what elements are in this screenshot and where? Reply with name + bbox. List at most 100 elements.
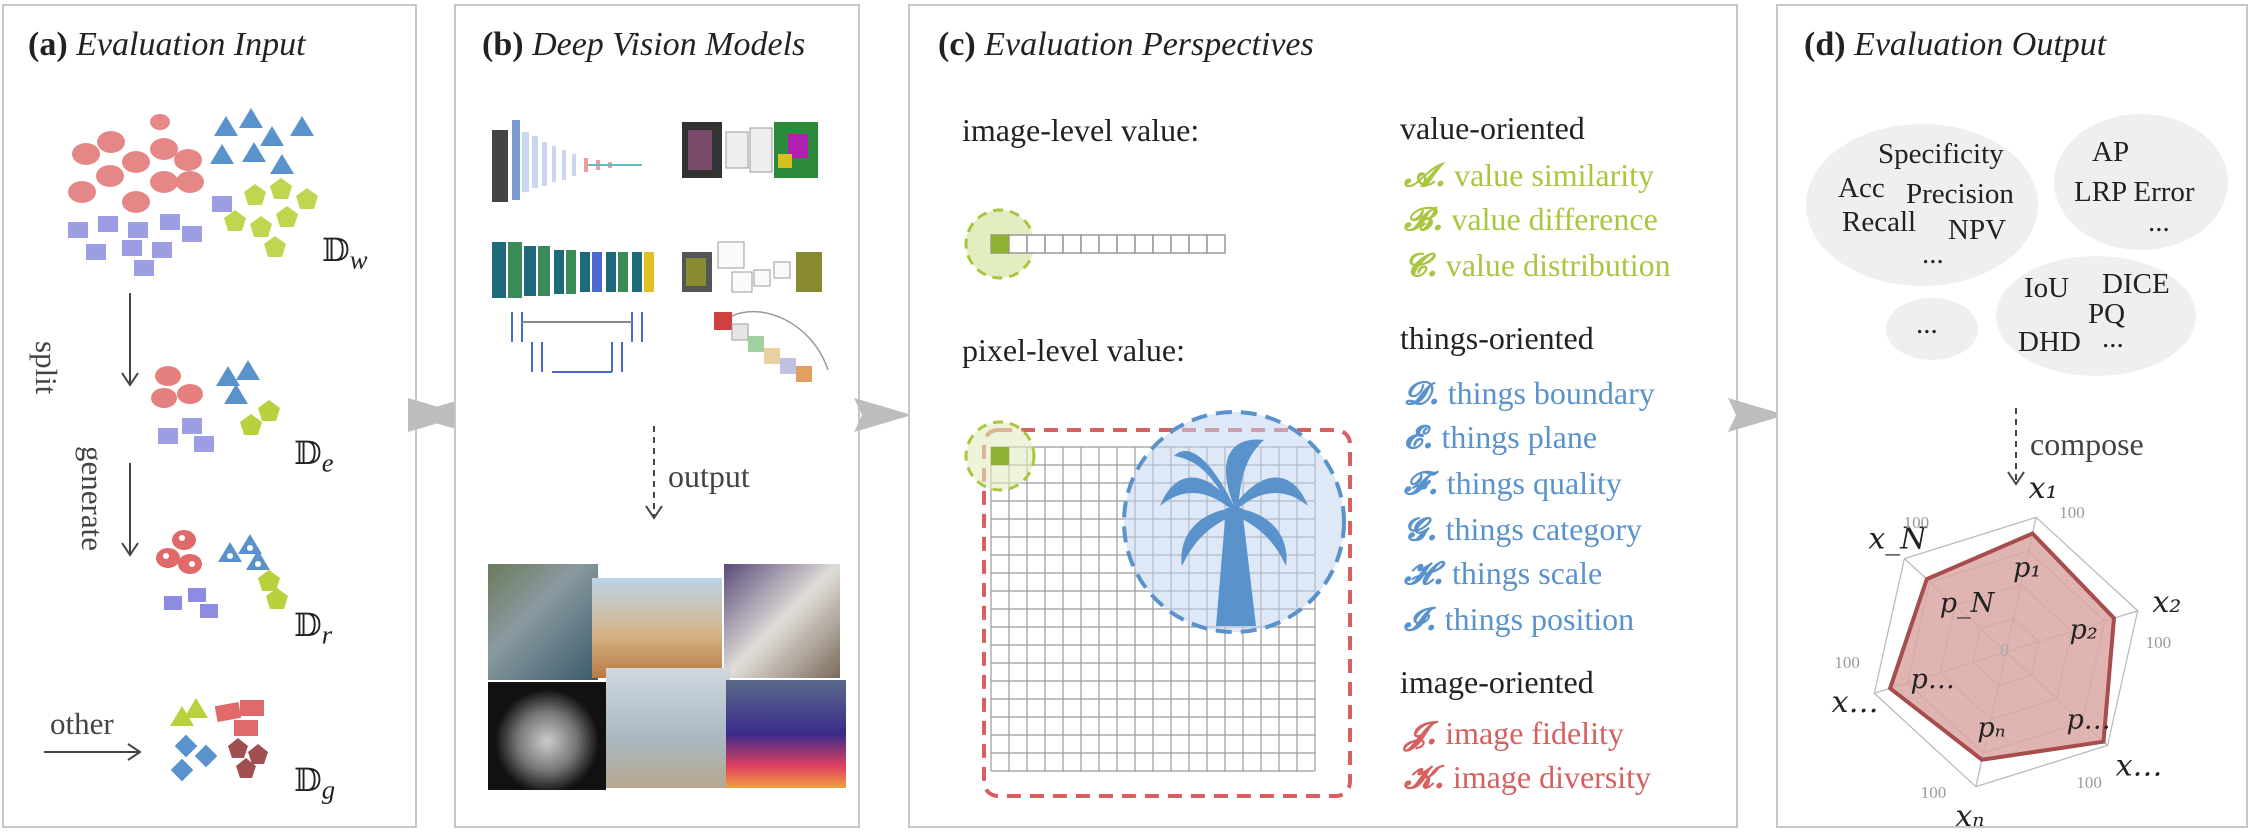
- criterion-things-plane: 𝓔. things plane: [1404, 418, 1598, 456]
- palm-tree-icon: [1160, 439, 1308, 626]
- metric-precision: Precision: [1906, 178, 2014, 210]
- panel-deep-vision-models: (b) Deep Vision Models: [454, 4, 860, 828]
- panel-evaluation-perspectives: (c) Evaluation Perspectives image-level …: [908, 4, 1738, 828]
- radar-score-polygon: [1887, 531, 2117, 762]
- metrics-cloud-classification: [1806, 124, 2038, 286]
- model-output-arrow: [645, 426, 663, 520]
- model-architectures: [492, 120, 829, 382]
- pixel-level-grid: [964, 410, 1352, 798]
- radar-axis-label: x_N: [1868, 521, 1928, 556]
- metric-ellipsis-2: ...: [2148, 206, 2170, 238]
- radar-center-label: 0: [2000, 640, 2009, 660]
- radar-point-label: p…: [2066, 705, 2110, 736]
- metric-ellipsis-4: ...: [2102, 322, 2124, 354]
- output-label: output: [668, 458, 750, 494]
- things-oriented-heading: things-oriented: [1400, 320, 1594, 356]
- metrics-cloud-segmentation: [1996, 256, 2196, 376]
- panel-a-title: (a) Evaluation Input: [28, 26, 306, 63]
- radar-point-label: p…: [1911, 664, 1955, 695]
- radar-axis-max-label: 100: [2059, 503, 2085, 522]
- metric-pq: PQ: [2088, 298, 2126, 330]
- metric-ellipsis-3: ...: [1916, 308, 1938, 340]
- generate-label: generate: [75, 446, 110, 551]
- criterion-value-similarity: 𝓐. value similarity: [1404, 156, 1655, 194]
- metric-recall: Recall: [1842, 206, 1917, 238]
- metric-iou: IoU: [2024, 272, 2070, 304]
- image-level-label: image-level value:: [962, 112, 1200, 148]
- radar-axis-label: xₙ: [1955, 799, 1984, 834]
- criterion-image-fidelity: 𝓙. image fidelity: [1404, 714, 1624, 752]
- value-oriented-heading: value-oriented: [1400, 110, 1585, 146]
- split-arrow: [121, 293, 139, 387]
- criterion-value-difference: 𝓑. value difference: [1404, 200, 1658, 238]
- radar-axis-label: x…: [2116, 749, 2163, 784]
- generate-arrow: [121, 463, 139, 557]
- criterion-value-distribution: 𝓒. value distribution: [1404, 246, 1671, 284]
- dw-label: 𝔻w: [322, 232, 368, 275]
- metric-npv: NPV: [1948, 214, 2007, 246]
- radar-axis-max-label: 100: [2146, 633, 2172, 652]
- compose-arrow: [2007, 408, 2025, 486]
- radar-axis-label: x₁: [2029, 471, 2058, 506]
- de-label: 𝔻e: [294, 435, 334, 478]
- output-horse-image: [592, 578, 722, 678]
- metric-dice: DICE: [2102, 268, 2170, 300]
- output-segmentation-image: [488, 564, 598, 680]
- radar-point-label: p₂: [2070, 614, 2098, 645]
- arrow-a-to-b: [408, 398, 466, 432]
- radar-point-label: p_N: [1940, 588, 1996, 619]
- detection-diagram: [682, 241, 822, 293]
- panel-c-title: (c) Evaluation Perspectives: [938, 26, 1314, 63]
- panel-b-title: (b) Deep Vision Models: [482, 26, 806, 63]
- arrow-b-to-c: [854, 398, 912, 432]
- other-arrow: [44, 743, 142, 761]
- criterion-things-category: 𝓖. things category: [1404, 510, 1642, 548]
- unet-diagram: [511, 312, 643, 373]
- arrow-c-to-d: [1728, 398, 1786, 432]
- metric-dhd: DHD: [2018, 326, 2081, 358]
- criterion-things-boundary: 𝓓. things boundary: [1404, 374, 1655, 412]
- cnn-diagram: [492, 120, 642, 202]
- de-cluster: [151, 360, 280, 452]
- radar-axis-max-label: 100: [1921, 783, 1947, 802]
- output-medical-image: [488, 682, 606, 790]
- metric-ap: AP: [2092, 136, 2130, 168]
- criterion-things-quality: 𝓕. things quality: [1404, 464, 1622, 502]
- radar-axis-max-label: 100: [1834, 653, 1860, 672]
- compose-label: compose: [2030, 426, 2144, 462]
- other-label: other: [50, 706, 114, 741]
- dw-cluster: [68, 108, 318, 276]
- metrics-cloud-detection: [2054, 114, 2228, 250]
- radar-axis-label: x…: [1832, 685, 1879, 720]
- generative-diagram: [714, 311, 829, 382]
- dg-label: 𝔻g: [294, 762, 336, 805]
- dg-cluster: [170, 698, 268, 782]
- segmentation-diagram: [682, 122, 818, 178]
- panel-d-title: (d) Evaluation Output: [1804, 26, 2107, 63]
- radar-axis-label: x₂: [2152, 585, 2181, 620]
- panel-evaluation-input: (a) Evaluation Input 𝔻w: [2, 4, 417, 828]
- output-pose-image: [606, 668, 730, 788]
- criterion-things-position: 𝓘. things position: [1404, 600, 1635, 638]
- panel-evaluation-output: (d) Evaluation Output Specificity Acc Pr…: [1776, 4, 2248, 834]
- metric-specificity: Specificity: [1878, 138, 2004, 170]
- criterion-things-scale: 𝓗. things scale: [1404, 554, 1603, 592]
- pixel-level-label: pixel-level value:: [962, 332, 1186, 368]
- image-level-strip: [964, 208, 1226, 280]
- metric-lrp-error: LRP Error: [2074, 176, 2195, 208]
- radar-axis-max-label: 100: [2076, 773, 2102, 792]
- metric-ellipsis-1: ...: [1922, 238, 1944, 270]
- output-image-collage: [488, 558, 846, 790]
- dr-cluster: [156, 530, 288, 618]
- radar-axis-max-label: 100: [1904, 513, 1930, 532]
- metric-acc: Acc: [1838, 172, 1885, 204]
- criterion-image-diversity: 𝓚. image diversity: [1404, 758, 1652, 796]
- radar-point-label: p₁: [2013, 553, 2041, 584]
- radar-point-label: pₙ: [1977, 713, 2005, 744]
- split-label: split: [29, 341, 64, 395]
- metrics-cloud-other: [1886, 298, 1978, 360]
- dr-label: 𝔻r: [294, 607, 333, 650]
- output-depth-image: [726, 680, 846, 788]
- resnet-diagram: [492, 242, 654, 298]
